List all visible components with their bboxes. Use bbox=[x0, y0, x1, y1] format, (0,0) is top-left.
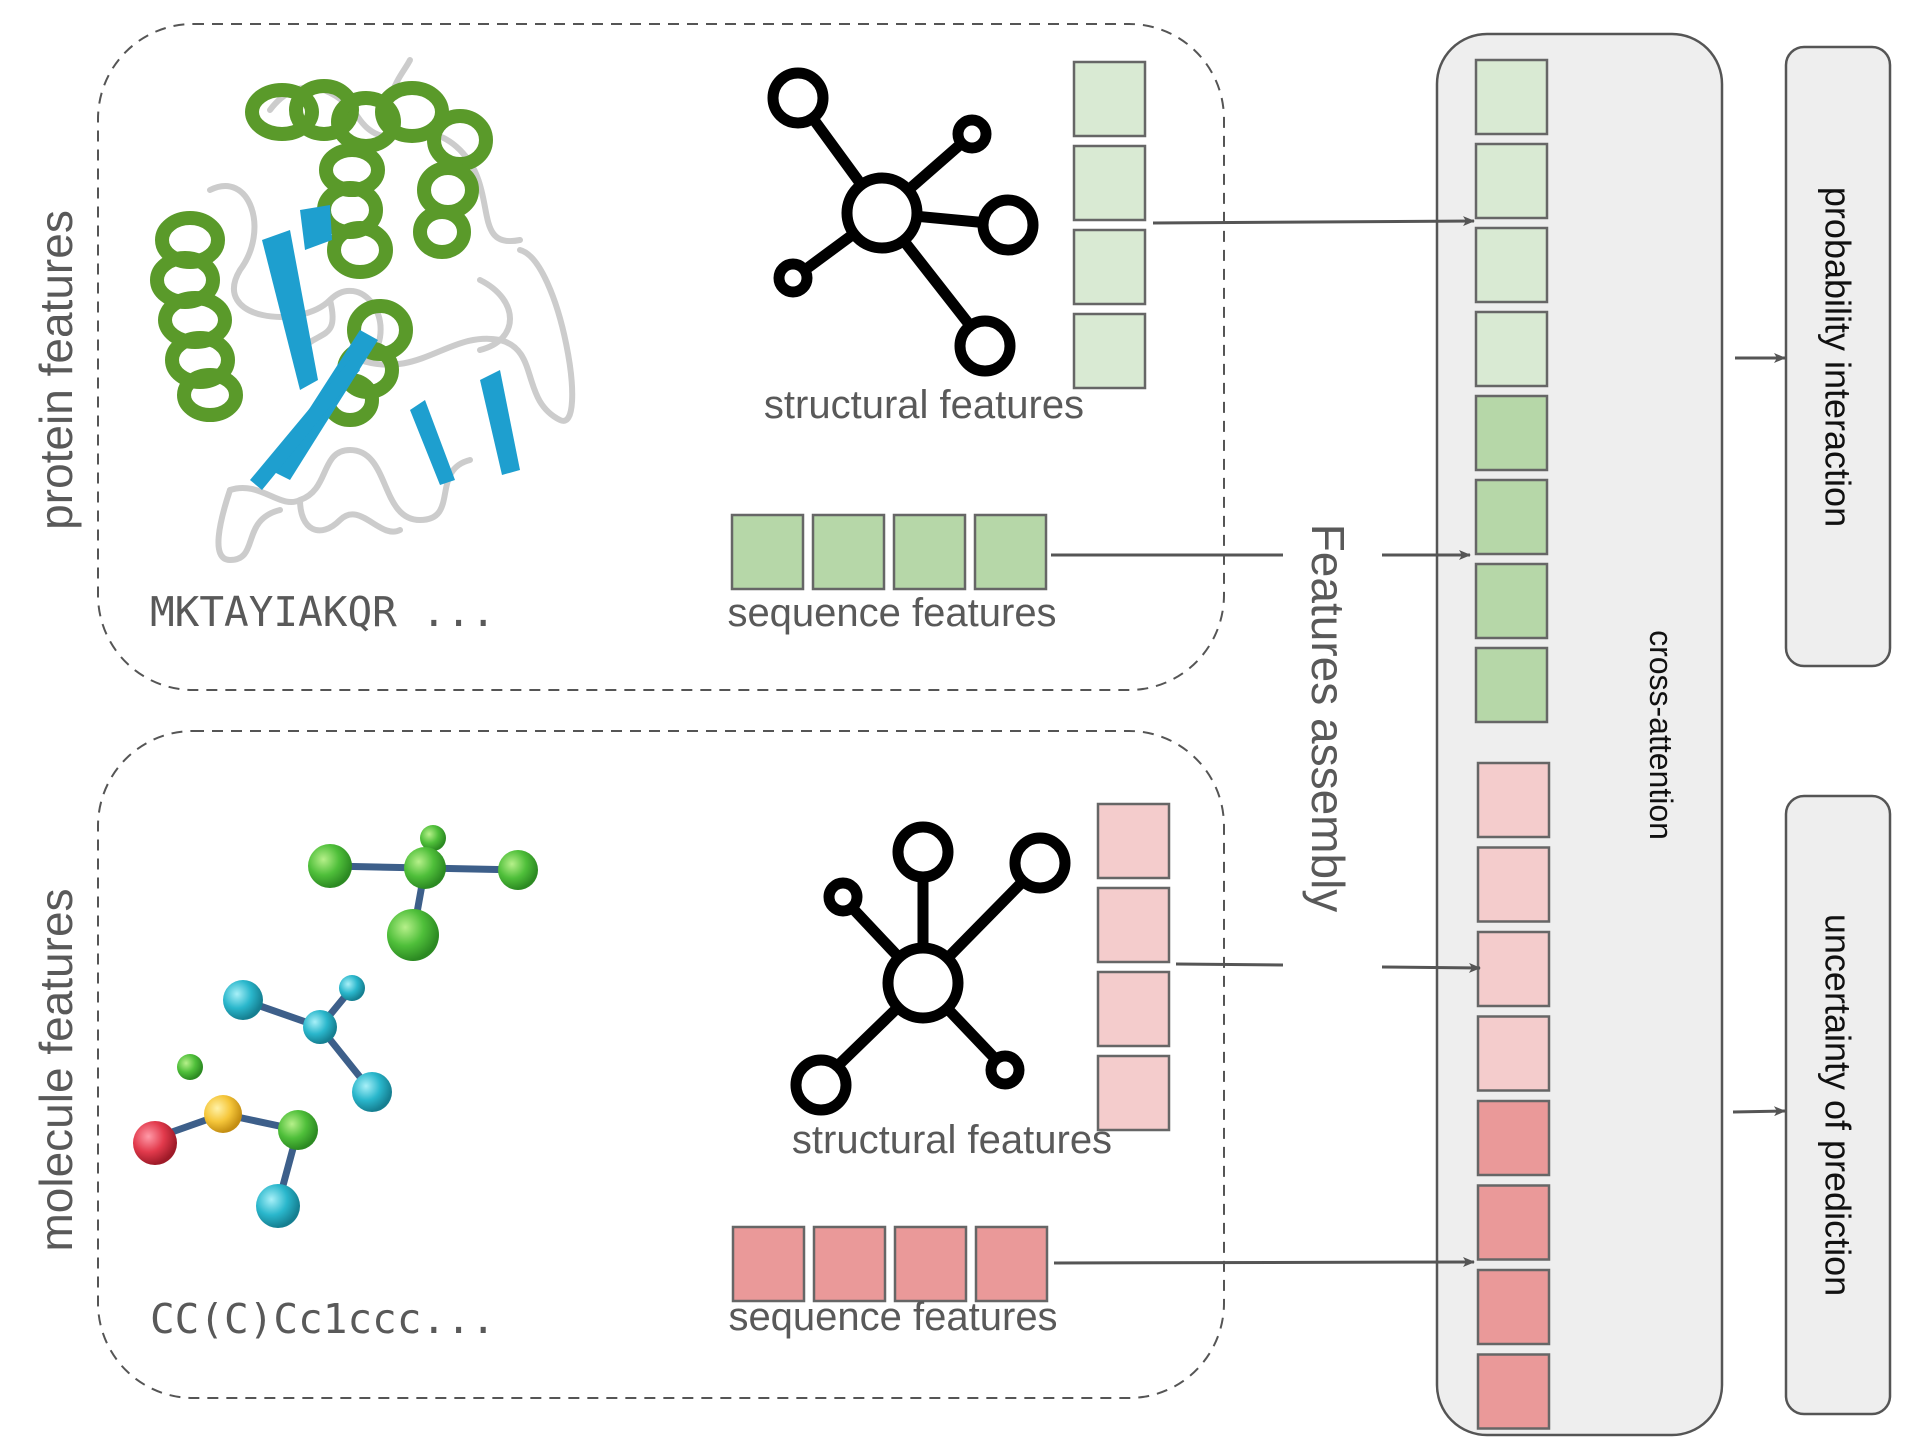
protein-sequence-token bbox=[730, 513, 805, 591]
cross-attention-molecule-structural-token bbox=[1476, 1015, 1551, 1092]
arrow-to-uncertainty bbox=[1732, 1106, 1786, 1117]
protein-structural-feature-vector bbox=[1072, 60, 1147, 390]
cross-attention-protein-structural-token bbox=[1474, 142, 1549, 220]
molecule-structural-label: structural features bbox=[792, 1118, 1112, 1162]
cross-attention-protein-structural-token bbox=[1474, 58, 1549, 136]
protein-sequence-text: MKTAYIAKQR ... bbox=[150, 588, 496, 636]
cross-attention-molecule-structural-token bbox=[1476, 846, 1551, 923]
cross-attention-molecule-sequence-token bbox=[1476, 1099, 1551, 1177]
protein-sequence-token bbox=[973, 513, 1048, 591]
probability-interaction-label: probability interaction bbox=[1818, 187, 1859, 527]
molecule-structural-token bbox=[1096, 970, 1171, 1048]
molecule-features-panel: molecule features bbox=[30, 730, 1225, 1399]
cross-attention-label: cross-attention bbox=[1643, 630, 1679, 840]
cross-attention-molecule-sequence-token bbox=[1476, 1353, 1551, 1430]
protein-helix bbox=[150, 79, 493, 427]
molecule-sequence-feature-vector bbox=[731, 1225, 1049, 1303]
protein-panel-title: protein features bbox=[30, 210, 82, 530]
cross-attention-token-stack bbox=[1474, 58, 1551, 1430]
protein-structural-token bbox=[1072, 60, 1147, 138]
molecule-structural-token bbox=[1096, 886, 1171, 964]
output-uncertainty-of-prediction: uncertainty of prediction bbox=[1784, 794, 1892, 1416]
connectors bbox=[1051, 216, 1786, 1268]
output-probability-interaction: probability interaction bbox=[1784, 45, 1892, 668]
protein-features-panel: protein features bbox=[30, 23, 1225, 691]
protein-structure-image bbox=[150, 57, 576, 564]
molecule-sequence-label: sequence features bbox=[728, 1295, 1057, 1339]
molecule-structural-feature-vector bbox=[1096, 802, 1171, 1132]
arrow-molecule-structural bbox=[1381, 962, 1481, 973]
cross-attention-molecule-sequence-token bbox=[1476, 1268, 1551, 1346]
molecule-ball-stick-image bbox=[133, 825, 538, 1228]
features-assembly-label: Features assembly bbox=[1302, 524, 1354, 913]
protein-structure-graph-icon bbox=[767, 67, 1039, 377]
protein-sequence-label: sequence features bbox=[727, 591, 1056, 635]
protein-strands bbox=[250, 205, 520, 490]
uncertainty-of-prediction-label: uncertainty of prediction bbox=[1818, 914, 1859, 1296]
molecule-panel-title: molecule features bbox=[30, 888, 82, 1251]
cross-attention-protein-sequence-token bbox=[1474, 394, 1549, 472]
uncertainty-box bbox=[1784, 794, 1892, 1416]
protein-sequence-token bbox=[892, 513, 967, 591]
cross-attention-protein-sequence-token bbox=[1474, 562, 1549, 640]
cross-attention-molecule-structural-token bbox=[1476, 761, 1551, 839]
arrow-molecule-sequence bbox=[1053, 1257, 1475, 1268]
molecule-sequence-token bbox=[893, 1225, 968, 1303]
protein-structural-token bbox=[1072, 144, 1147, 222]
molecule-smiles-text: CC(C)Cc1ccc... bbox=[150, 1295, 496, 1343]
probability-box bbox=[1784, 45, 1892, 668]
cross-attention-protein-structural-token bbox=[1474, 226, 1549, 304]
molecule-sequence-token bbox=[974, 1225, 1049, 1303]
molecule-sequence-token bbox=[812, 1225, 887, 1303]
molecule-sequence-token bbox=[731, 1225, 806, 1303]
arrow-protein-structural bbox=[1152, 216, 1475, 227]
line-molecule-structural bbox=[1175, 962, 1284, 967]
cross-attention-block: cross-attention bbox=[1435, 32, 1724, 1437]
cross-attention-protein-sequence-token bbox=[1474, 646, 1549, 724]
protein-structural-label: structural features bbox=[764, 383, 1084, 427]
molecule-structure-graph-icon bbox=[790, 821, 1071, 1116]
protein-sequence-token bbox=[811, 513, 886, 591]
molecule-structural-token bbox=[1096, 802, 1171, 880]
cross-attention-protein-sequence-token bbox=[1474, 478, 1549, 556]
protein-structural-token bbox=[1072, 228, 1147, 306]
cross-attention-protein-structural-token bbox=[1474, 310, 1549, 388]
molecule-structural-token bbox=[1096, 1054, 1171, 1132]
protein-structural-token bbox=[1072, 312, 1147, 390]
cross-attention-molecule-structural-token bbox=[1476, 930, 1551, 1008]
protein-sequence-feature-vector bbox=[730, 513, 1048, 591]
cross-attention-molecule-sequence-token bbox=[1476, 1184, 1551, 1261]
